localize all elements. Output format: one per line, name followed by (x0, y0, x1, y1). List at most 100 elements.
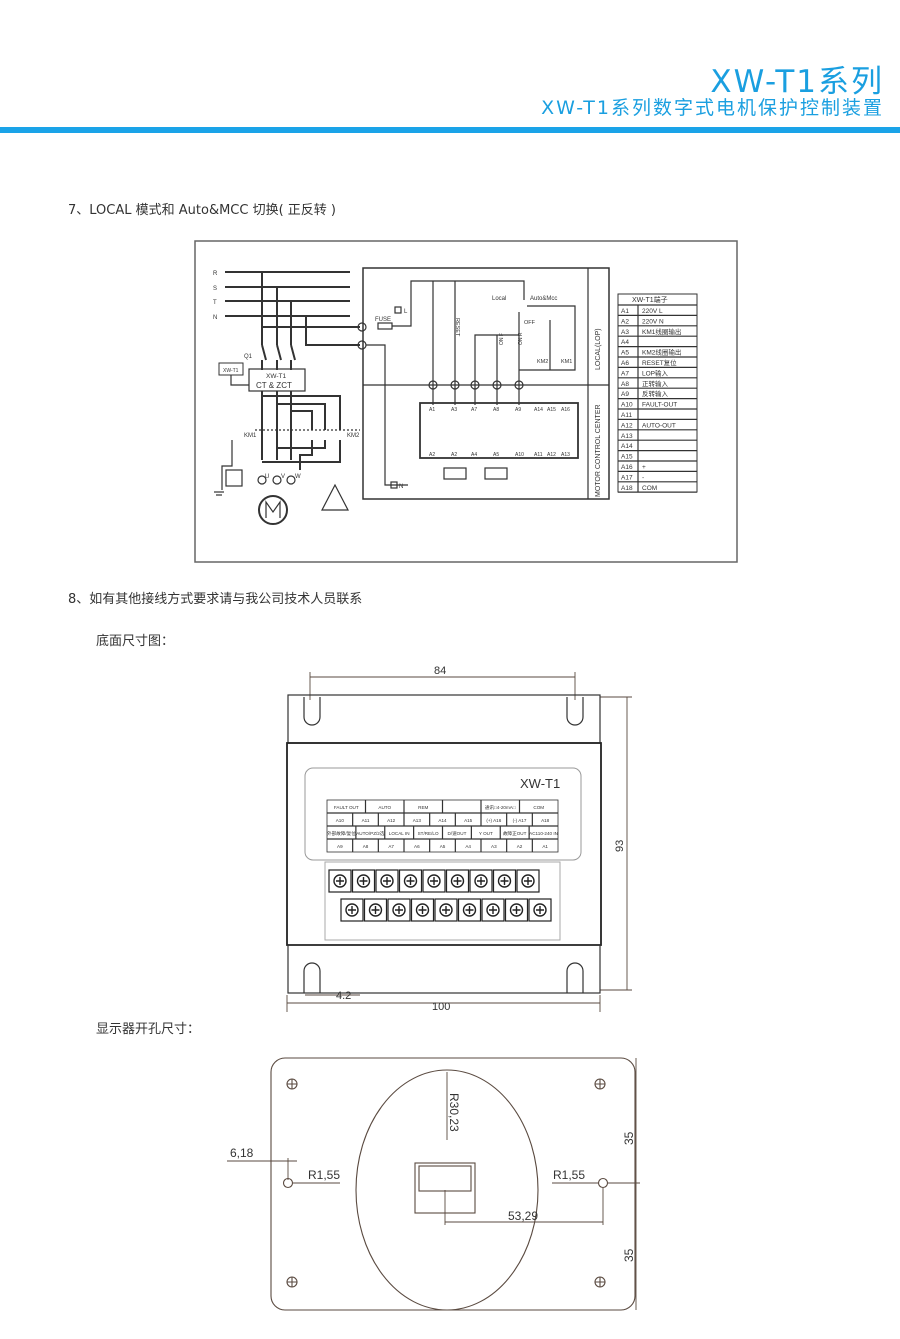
terminal-screw (470, 380, 480, 390)
label-cell: Y OUT (479, 831, 493, 836)
terminal-screw-icon (469, 869, 493, 893)
strip-terminal-label: A3 (451, 407, 457, 413)
label-cell: A2 (517, 844, 523, 849)
terminal-screw-icon (481, 898, 505, 922)
indicator-lamp (484, 467, 508, 480)
terminal-function: - (642, 474, 644, 481)
terminal-screw (428, 380, 438, 390)
label-cell: AUTO/PZ/2选 (356, 830, 385, 837)
svg-text:35: 35 (622, 1131, 636, 1145)
svg-text:U: U (265, 474, 269, 480)
label-cell: 故障正OUT (503, 830, 527, 837)
svg-text:KM2: KM2 (537, 359, 548, 365)
terminal-screw-icon (516, 869, 540, 893)
label-cell: A12 (387, 818, 396, 823)
svg-text:LOCAL(LOP): LOCAL(LOP) (595, 328, 602, 370)
svg-text:35: 35 (622, 1248, 636, 1262)
label-cell: COM (533, 805, 544, 810)
dim-93: 93 (614, 840, 626, 852)
terminal-screw (492, 380, 502, 390)
phase-label: S (213, 286, 217, 292)
page-title: XW-T1系列 (710, 64, 884, 100)
strip-terminal-label: A2 (429, 452, 435, 458)
svg-text:53,29: 53,29 (508, 1209, 538, 1223)
terminal-screw-icon (398, 869, 423, 893)
svg-text:ON F: ON F (499, 333, 505, 345)
terminal-screw (514, 380, 524, 390)
terminal-id: A1 (621, 308, 629, 315)
terminal-id: A7 (621, 370, 629, 377)
label-cell: A4 (465, 844, 471, 849)
svg-text:R1,55: R1,55 (308, 1168, 340, 1182)
label-cell: A1 (542, 844, 548, 849)
terminal-screw-icon (363, 898, 388, 922)
breaker-q1: Q1 (244, 344, 296, 370)
mounting-slot (303, 697, 321, 726)
bottom-view-heading: 底面尺寸图： (96, 634, 175, 649)
terminal-screw-icon (504, 898, 529, 922)
terminal-screw-icon (422, 869, 446, 893)
strip-terminal-label: A16 (561, 407, 570, 413)
svg-text:V: V (281, 474, 285, 480)
motor-icon (258, 495, 288, 525)
indicator-lamp (443, 467, 467, 480)
terminal-id: A2 (621, 318, 629, 325)
terminal-function: 反转输入 (642, 389, 669, 398)
strip-terminal-label: A9 (515, 407, 521, 413)
phase-label: N (213, 315, 217, 321)
label-cell: A14 (438, 818, 447, 823)
terminal-function: LOP输入 (642, 368, 669, 377)
label-cell: A10 (336, 818, 345, 823)
strip-terminal-label: A1 (429, 407, 435, 413)
terminal-id: A3 (621, 329, 629, 336)
terminal-id: A5 (621, 350, 629, 357)
strip-terminal-label: A15 (547, 407, 556, 413)
label-cell: A3 (491, 844, 497, 849)
label-cell: REM (418, 805, 428, 810)
label-cell: ST/RE/LO (418, 831, 439, 836)
svg-text:XW-T1端子: XW-T1端子 (632, 295, 668, 304)
device-model: XW-T1 (520, 776, 560, 791)
dim-4-2: 4.2 (336, 990, 351, 1002)
label-cell: (-) A17 (513, 818, 527, 823)
terminal-id: A18 (621, 485, 633, 492)
label-cell: AUTO (378, 805, 391, 810)
svg-text:Auto&Mcc: Auto&Mcc (530, 296, 557, 302)
strip-terminal-label: A8 (493, 407, 499, 413)
mount-hole (597, 1177, 609, 1189)
label-cell: A18 (541, 818, 550, 823)
label-cell: A5 (440, 844, 446, 849)
label-cell: A11 (362, 818, 370, 823)
svg-text:L: L (404, 309, 408, 315)
section-7-heading: 7、LOCAL 模式和 Auto&MCC 切换( 正反转 ) (68, 203, 336, 218)
terminal-id: A11 (621, 412, 632, 419)
terminal-screw-icon (445, 869, 470, 893)
label-cell: A9 (337, 844, 343, 849)
svg-text:R1,55: R1,55 (553, 1168, 585, 1182)
phase-label: T (213, 300, 217, 306)
label-cell: A8 (363, 844, 369, 849)
page-subtitle: XW-T1系列数字式电机保护控制装置 (541, 97, 884, 119)
svg-text:6,18: 6,18 (230, 1146, 254, 1160)
svg-text:Q1: Q1 (244, 354, 253, 360)
svg-text:MOTOR CONTROL CENTER: MOTOR CONTROL CENTER (595, 404, 602, 497)
terminal-screw-icon (387, 898, 411, 922)
svg-text:N: N (399, 484, 403, 490)
contactors: KM1 KM2 U V W (214, 391, 360, 525)
terminal-function: 正转输入 (642, 379, 669, 388)
terminal-screw-icon (340, 898, 364, 922)
svg-text:W: W (295, 474, 301, 480)
strip-terminal-label: A10 (515, 452, 524, 458)
svg-text:R30,23: R30,23 (447, 1093, 461, 1132)
label-cell: 外部故障/复位 (327, 830, 356, 837)
cutout-drawing: R30,23 6,18 R1,55 R1,55 53,29 35 35 (227, 1057, 640, 1311)
phase-lines: R S T N (213, 271, 360, 346)
svg-text:KM2: KM2 (347, 433, 360, 439)
cutout-circle (355, 1069, 539, 1311)
terminal-id: A9 (621, 391, 629, 398)
terminal-screw-icon (375, 869, 399, 893)
mounting-slot (303, 962, 321, 993)
cutout-heading: 显示器开孔尺寸： (96, 1022, 201, 1037)
control-panel: LOCAL(LOP) MOTOR CONTROL CENTER FUSE L N… (357, 267, 610, 500)
